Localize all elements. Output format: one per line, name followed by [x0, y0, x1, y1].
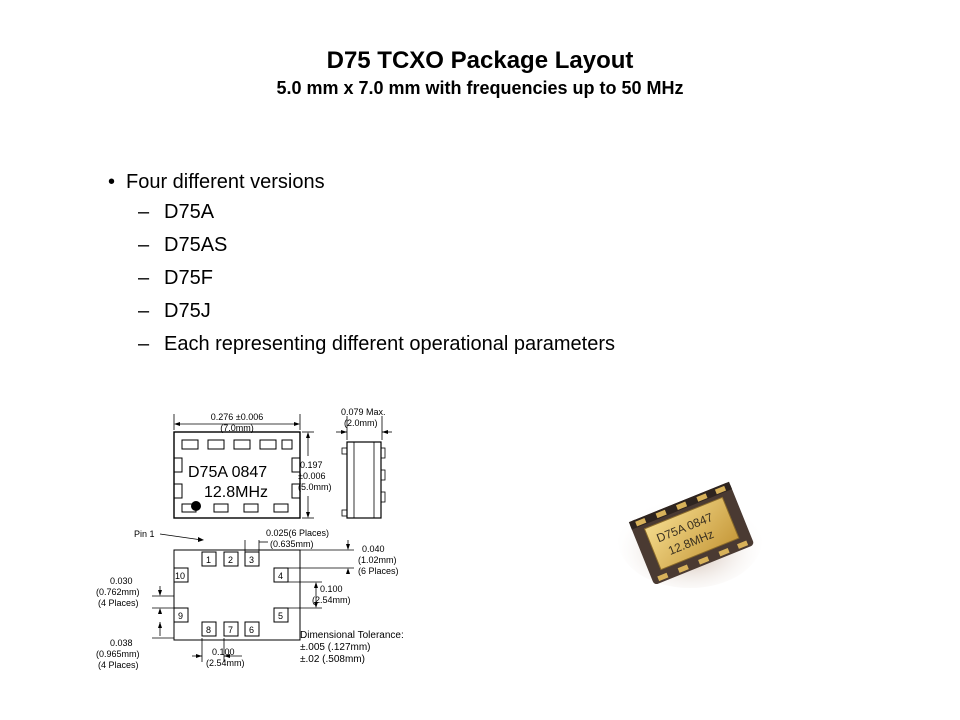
- package-side-view: [346, 441, 382, 519]
- pin1-label: Pin 1: [134, 529, 155, 539]
- left-030-dim: 0.030: [110, 576, 133, 586]
- pin-2-label: 2: [228, 555, 233, 565]
- tolerance-1: ±.005 (.127mm): [300, 642, 371, 653]
- pad-top: [259, 439, 277, 450]
- left-038-mm: (0.965mm): [96, 649, 140, 659]
- pad-pin-10: [173, 567, 189, 583]
- bullet-sub-d75j: D75J: [138, 295, 615, 328]
- bullet-sub-d75as: D75AS: [138, 229, 615, 262]
- product-photo: D75A 0847 12.8MHz: [618, 481, 762, 588]
- pin-7-label: 7: [228, 625, 233, 635]
- pad-pin-4: [273, 567, 289, 583]
- bottom-100-dim: 0.100: [212, 647, 235, 657]
- depth-tol: ±0.006: [298, 471, 325, 481]
- pad-bottom: [273, 503, 289, 513]
- bullet-sub-d75a: D75A: [138, 196, 615, 229]
- tolerance-2: ±.02 (.508mm): [300, 654, 365, 665]
- slide-title: D75 TCXO Package Layout 5.0 mm x 7.0 mm …: [0, 46, 960, 100]
- pad-width-dim: 0.025(6 Places): [266, 528, 329, 538]
- height-max-mm: (2.0mm): [344, 418, 378, 428]
- pad-top: [207, 439, 225, 450]
- marking-line-1: D75A 0847: [188, 464, 267, 481]
- pad-pin-1: [201, 551, 217, 567]
- pad-pin-6: [244, 621, 260, 637]
- pin-10-label: 10: [175, 571, 185, 581]
- pad-bottom: [243, 503, 259, 513]
- title-line-1: D75 TCXO Package Layout: [326, 47, 634, 74]
- pad-040-dim: 0.040: [362, 544, 385, 554]
- side-notch: [291, 457, 301, 473]
- side-notch: [173, 457, 183, 473]
- width-mm: (7.0mm): [220, 423, 254, 433]
- pitch-100-dim: 0.100: [320, 584, 343, 594]
- pad-pin-7: [223, 621, 239, 637]
- pad-pin-5: [273, 607, 289, 623]
- pad-040-mm: (1.02mm): [358, 555, 397, 565]
- pin-9-label: 9: [178, 611, 183, 621]
- left-038-dim: 0.038: [110, 638, 133, 648]
- height-max: 0.079 Max.: [341, 407, 386, 417]
- pin1-dot-icon: [191, 501, 201, 511]
- tolerance-title: Dimensional Tolerance:: [300, 630, 404, 641]
- package-top-view: [173, 431, 301, 519]
- pin-5-label: 5: [278, 611, 283, 621]
- pad-top: [281, 439, 293, 450]
- left-030-mm: (0.762mm): [96, 587, 140, 597]
- pad-bottom: [213, 503, 229, 513]
- photo-lid: [643, 496, 740, 571]
- side-notch: [291, 483, 301, 499]
- bottom-100-mm: (2.54mm): [206, 658, 245, 668]
- pitch-100-mm: (2.54mm): [312, 595, 351, 605]
- left-038-places: (4 Places): [98, 660, 139, 670]
- pin-8-label: 8: [206, 625, 211, 635]
- title-line-2: 5.0 mm x 7.0 mm with frequencies up to 5…: [276, 78, 684, 98]
- left-030-places: (4 Places): [98, 598, 139, 608]
- width-dim: 0.276 ±0.006: [211, 412, 263, 422]
- bullet-main: Four different versions: [108, 168, 615, 196]
- pin-3-label: 3: [249, 555, 254, 565]
- pad-pin-9: [173, 607, 189, 623]
- pad-040-places: (6 Places): [358, 566, 399, 576]
- depth-dim: 0.197: [300, 460, 323, 470]
- package-drawing: 0.276 ±0.006 (7.0mm) D75A 0847 12.8MHz 0…: [96, 407, 404, 670]
- pad-width-mm: (0.635mm): [270, 539, 314, 549]
- pad-pin-8: [201, 621, 217, 637]
- package-footprint: [173, 549, 301, 641]
- depth-mm: (5.0mm): [298, 482, 332, 492]
- pin-4-label: 4: [278, 571, 283, 581]
- bullet-sub-each: Each representing different operational …: [138, 328, 615, 361]
- marking-line-2: 12.8MHz: [204, 484, 268, 501]
- pin-6-label: 6: [249, 625, 254, 635]
- bullet-list: Four different versions D75A D75AS D75F …: [108, 168, 615, 361]
- pad-top: [233, 439, 251, 450]
- pin-1-label: 1: [206, 555, 211, 565]
- pad-pin-3: [244, 551, 260, 567]
- bullet-sub-d75f: D75F: [138, 262, 615, 295]
- side-notch: [173, 483, 183, 499]
- pad-top: [181, 439, 199, 450]
- pad-pin-2: [223, 551, 239, 567]
